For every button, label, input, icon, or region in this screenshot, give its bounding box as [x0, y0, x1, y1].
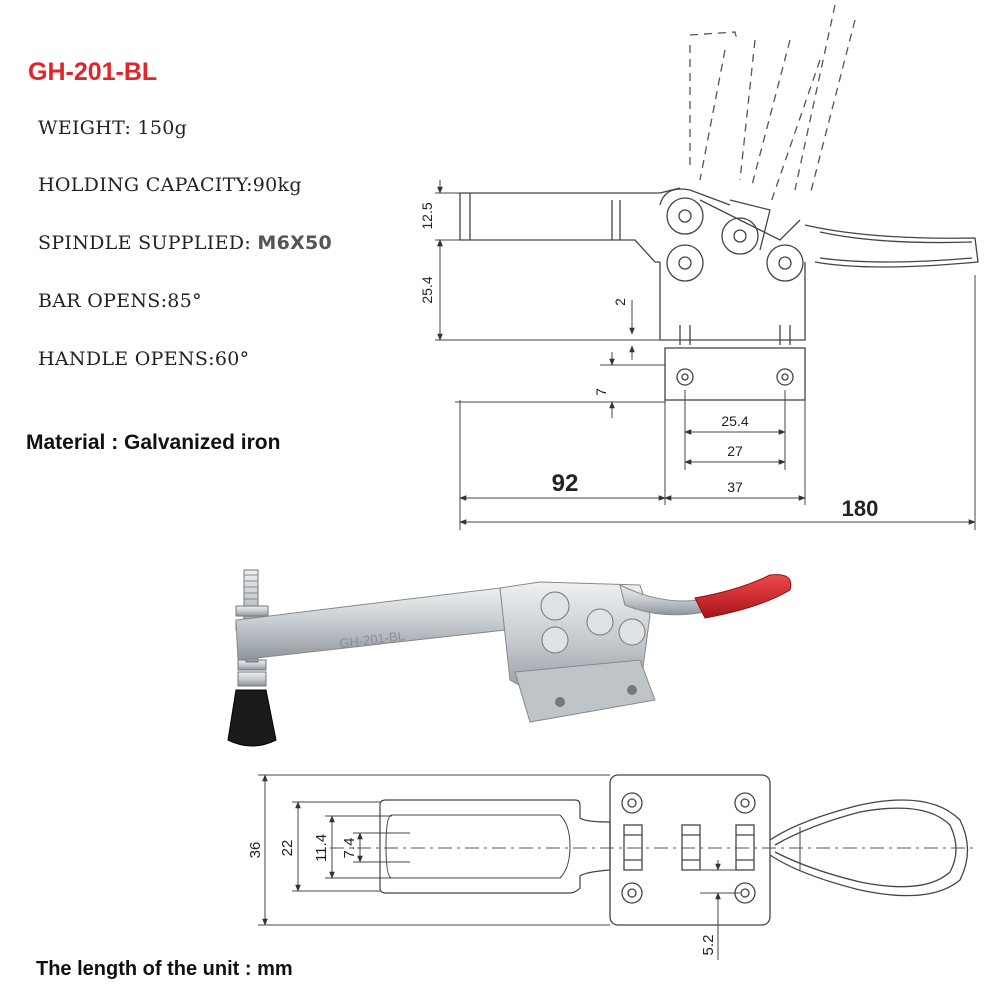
- dim-27: 27: [727, 443, 743, 459]
- side-view-dimensions: [435, 180, 976, 530]
- dim-2: 2: [612, 298, 628, 306]
- top-view-dimensions: [258, 774, 740, 960]
- dim-11-4: 11.4: [313, 834, 330, 862]
- spec-holding-capacity: HOLDING CAPACITY:90kg: [38, 174, 302, 196]
- dim-37: 37: [727, 479, 743, 495]
- top-view-dim-labels: 36 22 11.4 7.4 5.2: [247, 834, 717, 955]
- dim-7-4: 7.4: [341, 838, 358, 859]
- top-view-drawing: [379, 774, 969, 926]
- dim-25-4-horizontal: 25.4: [721, 413, 748, 429]
- model-title: GH-201-BL: [28, 58, 158, 86]
- dim-7: 7: [593, 388, 609, 396]
- dim-5-2: 5.2: [700, 935, 717, 956]
- open-position-dashes: [689, 4, 856, 206]
- spec-bar-opens: BAR OPENS:85°: [38, 290, 202, 312]
- spec-handle-opens: HANDLE OPENS:60°: [38, 348, 250, 370]
- spec-spindle: SPINDLE SUPPLIED: M6X50: [38, 232, 332, 254]
- dim-25-4-vertical: 25.4: [419, 276, 435, 303]
- dim-22: 22: [279, 840, 296, 857]
- dim-92: 92: [552, 470, 579, 497]
- side-view-dim-labels: 12.5 25.4 2 7 25.4 27 92 37 180: [419, 202, 878, 521]
- dim-12-5: 12.5: [419, 202, 435, 229]
- side-view-drawing: [459, 4, 979, 401]
- spec-spindle-value: M6X50: [257, 232, 333, 254]
- material-label: Material : Galvanized iron: [26, 431, 281, 454]
- spec-weight: WEIGHT: 150g: [38, 117, 188, 139]
- product-photo: GH-201-BL: [227, 569, 792, 747]
- units-note: The length of the unit : mm: [36, 958, 293, 980]
- dim-180: 180: [842, 496, 879, 521]
- spec-spindle-label: SPINDLE SUPPLIED:: [38, 232, 258, 254]
- dim-36: 36: [247, 842, 264, 859]
